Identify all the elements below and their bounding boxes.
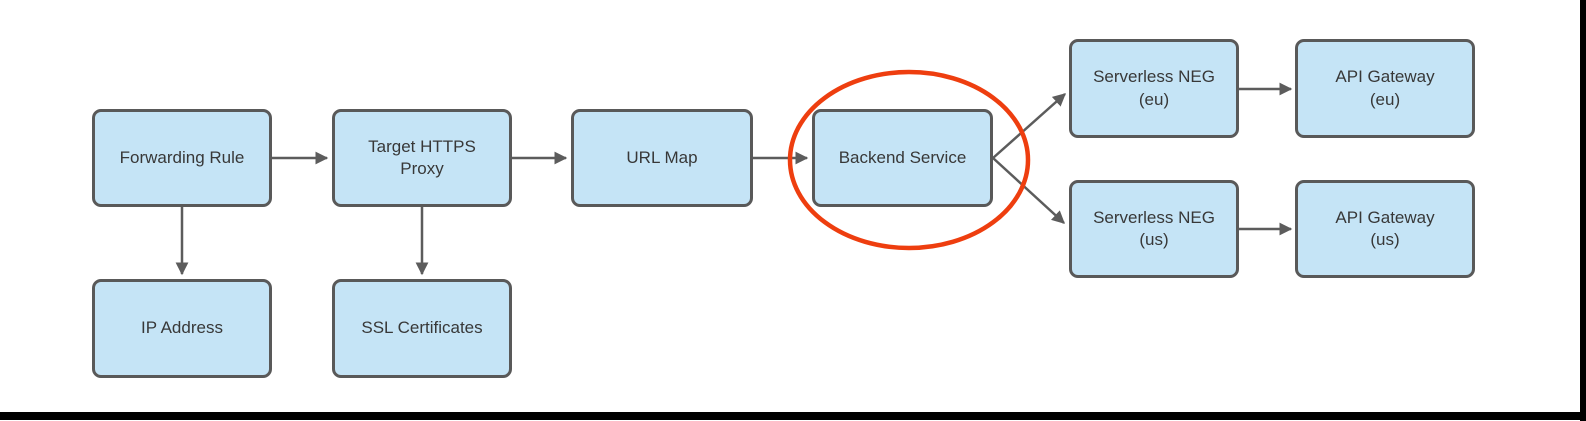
node-backend-service: Backend Service (812, 109, 993, 207)
node-serverless-neg-eu: Serverless NEG (eu) (1069, 39, 1239, 138)
node-serverless-neg-us: Serverless NEG (us) (1069, 180, 1239, 278)
node-forwarding-rule: Forwarding Rule (92, 109, 272, 207)
edge-backend-service-to-serverless-neg-us (992, 157, 1065, 224)
window-edge-bottom (0, 412, 1586, 420)
node-api-gateway-us: API Gateway (us) (1295, 180, 1475, 278)
node-label-serverless-neg-us: Serverless NEG (us) (1093, 207, 1215, 249)
node-label-target-https-proxy: Target HTTPS Proxy (368, 136, 476, 178)
node-api-gateway-eu: API Gateway (eu) (1295, 39, 1475, 138)
node-label-ip-address: IP Address (141, 318, 223, 338)
node-label-backend-service: Backend Service (838, 147, 967, 167)
node-label-ssl-certificates: SSL Certificates (361, 318, 483, 338)
node-url-map: URL Map (571, 109, 753, 207)
window-edge-right (1580, 0, 1586, 421)
edge-backend-service-to-serverless-neg-eu (992, 93, 1066, 159)
node-ssl-certificates: SSL Certificates (332, 279, 512, 378)
node-ip-address: IP Address (92, 279, 272, 378)
node-label-api-gateway-eu: API Gateway (eu) (1335, 67, 1435, 109)
node-label-forwarding-rule: Forwarding Rule (119, 147, 245, 167)
node-target-https-proxy: Target HTTPS Proxy (332, 109, 512, 207)
node-label-url-map: URL Map (626, 147, 698, 167)
node-label-serverless-neg-eu: Serverless NEG (eu) (1093, 67, 1215, 109)
node-label-api-gateway-us: API Gateway (us) (1335, 207, 1435, 249)
